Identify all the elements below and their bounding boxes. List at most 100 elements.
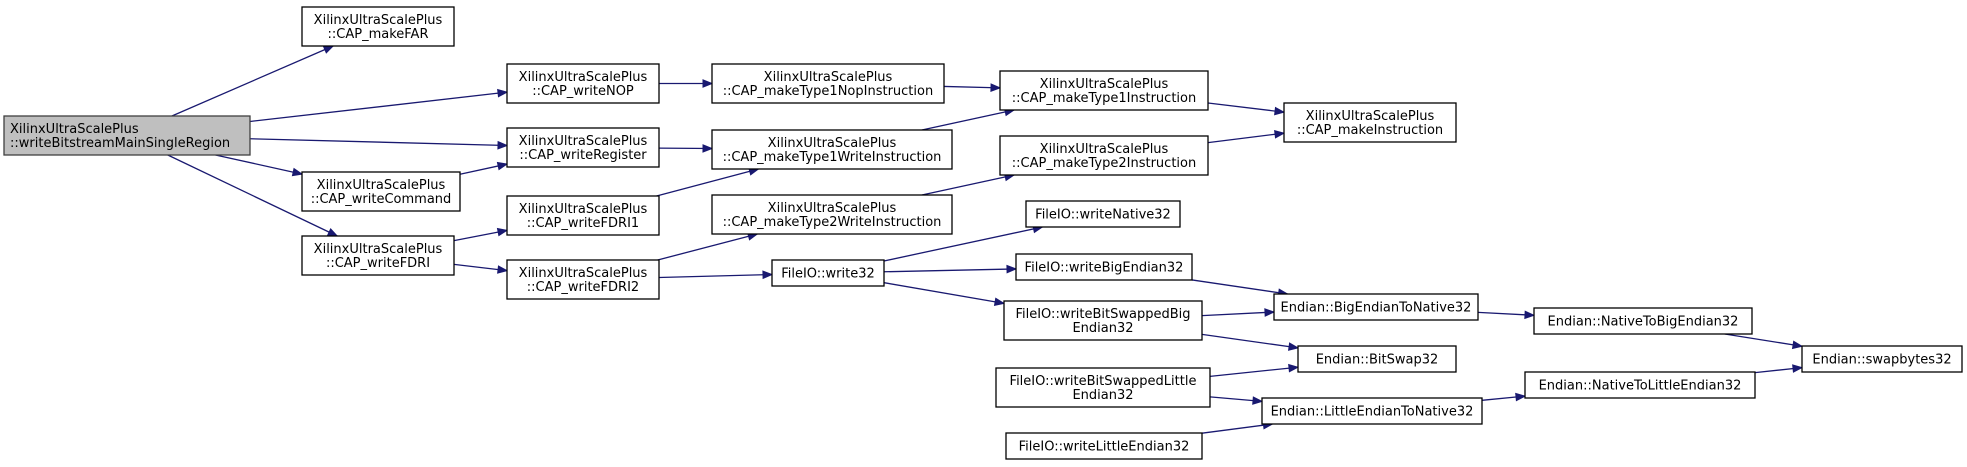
node-label-line: ::CAP_makeType2WriteInstruction <box>723 215 942 230</box>
function-node-writeCommand[interactable]: XilinxUltraScalePlus::CAP_writeCommand <box>301 171 461 212</box>
call-edge-nativeToBig-to-swapbytes <box>1724 333 1804 350</box>
function-node-writeFDRI[interactable]: XilinxUltraScalePlus::CAP_writeFDRI <box>301 235 455 276</box>
call-edge-type1Instr-to-makeInstr <box>1207 102 1286 116</box>
function-node-writeFDRI2[interactable]: XilinxUltraScalePlus::CAP_writeFDRI2 <box>506 259 660 300</box>
edge-line <box>1201 333 1299 349</box>
edge-arrowhead <box>702 144 714 153</box>
node-label-line: FileIO::writeLittleEndian32 <box>1019 440 1190 455</box>
node-box <box>1025 200 1181 228</box>
edge-arrowhead <box>762 270 774 280</box>
node-box <box>1005 432 1203 460</box>
node-label-line: Endian::LittleEndianToNative32 <box>1271 405 1474 420</box>
call-edge-type2Write-to-type2Instr <box>921 172 1016 196</box>
function-node-bitSwap[interactable]: Endian::BitSwap32 <box>1297 345 1457 373</box>
function-node-write32[interactable]: FileIO::write32 <box>771 259 885 287</box>
function-node-type1Nop[interactable]: XilinxUltraScalePlus::CAP_makeType1NopIn… <box>711 63 945 104</box>
function-node-makeInstr[interactable]: XilinxUltraScalePlus::CAP_makeInstructio… <box>1283 102 1457 143</box>
edge-line <box>1191 279 1288 295</box>
node-label-line: XilinxUltraScalePlus <box>314 13 443 28</box>
node-box <box>1015 253 1193 281</box>
edge-line <box>1207 102 1285 113</box>
function-node-writeNative32[interactable]: FileIO::writeNative32 <box>1025 200 1181 228</box>
call-edge-writeFDRI2-to-type2Write <box>657 232 759 261</box>
edge-arrowhead <box>1515 392 1527 402</box>
edge-arrowhead <box>1288 363 1300 373</box>
edge-arrowhead <box>1524 310 1536 320</box>
call-edges <box>167 45 1804 434</box>
call-edge-writeRegister-to-type1Write <box>658 144 714 153</box>
edge-line <box>1201 423 1273 434</box>
function-node-writeFDRI1[interactable]: XilinxUltraScalePlus::CAP_writeFDRI1 <box>506 195 660 236</box>
function-node-writeLittleEndian32[interactable]: FileIO::writeLittleEndian32 <box>1005 432 1203 460</box>
function-node-type2Write[interactable]: XilinxUltraScalePlus::CAP_makeType2Write… <box>711 194 953 235</box>
edge-line <box>657 233 758 261</box>
edge-line <box>921 174 1015 196</box>
call-edge-root-to-writeNOP <box>249 88 509 123</box>
function-node-writeBigEndian32[interactable]: FileIO::writeBigEndian32 <box>1015 253 1193 281</box>
function-node-type1Instr[interactable]: XilinxUltraScalePlus::CAP_makeType1Instr… <box>999 70 1209 111</box>
node-box <box>1533 307 1753 335</box>
node-label-line: XilinxUltraScalePlus <box>519 134 648 149</box>
edge-arrowhead <box>497 265 509 274</box>
node-label-line: Endian::NativeToLittleEndian32 <box>1539 379 1742 394</box>
edge-line <box>249 91 508 123</box>
edge-arrowhead <box>702 79 714 88</box>
call-edge-writeNOP-to-type1Nop <box>659 79 714 88</box>
node-label-line: FileIO::writeNative32 <box>1035 208 1171 223</box>
edge-arrowhead <box>291 167 304 177</box>
edge-arrowhead <box>1274 130 1286 139</box>
edge-arrowhead <box>1006 264 1018 274</box>
node-label-line: ::CAP_makeType1WriteInstruction <box>723 150 942 165</box>
node-label-line: Endian32 <box>1072 388 1133 403</box>
node-box <box>3 115 251 156</box>
node-label-line: ::CAP_writeFDRI1 <box>527 216 639 231</box>
node-label-line: Endian::swapbytes32 <box>1812 353 1951 368</box>
node-label-line: XilinxUltraScalePlus <box>768 201 897 216</box>
function-node-root[interactable]: XilinxUltraScalePlus::writeBitstreamMain… <box>3 115 251 156</box>
node-label-line: ::CAP_writeFDRI2 <box>527 280 639 295</box>
function-node-type2Instr[interactable]: XilinxUltraScalePlus::CAP_makeType2Instr… <box>999 135 1209 176</box>
node-box <box>506 127 660 168</box>
edge-arrowhead <box>496 227 509 237</box>
node-label-line: XilinxUltraScalePlus <box>317 178 446 193</box>
call-edge-type1Nop-to-type1Instr <box>943 83 1002 92</box>
node-label-line: XilinxUltraScalePlus <box>519 70 648 85</box>
edge-arrowhead <box>1792 364 1804 373</box>
node-label-line: ::CAP_writeFDRI <box>326 256 430 271</box>
node-label-line: XilinxUltraScalePlus <box>1306 109 1435 124</box>
function-node-bigToNative[interactable]: Endian::BigEndianToNative32 <box>1273 293 1479 321</box>
function-node-nativeToLittle[interactable]: Endian::NativeToLittleEndian32 <box>1524 371 1756 399</box>
node-label-line: FileIO::write32 <box>781 267 875 282</box>
function-node-type1Write[interactable]: XilinxUltraScalePlus::CAP_makeType1Write… <box>711 129 953 170</box>
edge-line <box>1207 132 1285 144</box>
node-label-line: FileIO::writeBitSwappedBig <box>1015 307 1190 322</box>
function-node-writeNOP[interactable]: XilinxUltraScalePlus::CAP_writeNOP <box>506 63 660 104</box>
call-edge-write32-to-writeBitSwappedBig <box>883 282 1006 307</box>
node-box <box>711 129 953 170</box>
function-nodes: XilinxUltraScalePlus::writeBitstreamMain… <box>3 6 1963 460</box>
edge-arrowhead <box>496 161 509 171</box>
function-node-makeFAR[interactable]: XilinxUltraScalePlus::CAP_makeFAR <box>301 6 455 47</box>
node-label-line: XilinxUltraScalePlus <box>1040 77 1169 92</box>
function-node-nativeToBig[interactable]: Endian::NativeToBigEndian32 <box>1533 307 1753 335</box>
edge-arrowhead <box>1252 396 1264 405</box>
node-box <box>506 63 660 104</box>
call-edge-type2Instr-to-makeInstr <box>1207 130 1286 144</box>
edge-arrowhead <box>322 45 335 54</box>
edge-line <box>1201 311 1275 317</box>
node-label-line: XilinxUltraScalePlus <box>519 266 648 281</box>
call-edge-root-to-writeRegister <box>249 138 509 150</box>
node-label-line: ::CAP_makeType2Instruction <box>1012 156 1196 171</box>
node-box <box>301 235 455 276</box>
function-node-writeRegister[interactable]: XilinxUltraScalePlus::CAP_writeRegister <box>506 127 660 168</box>
edge-arrowhead <box>326 227 339 237</box>
function-node-littleToNative[interactable]: Endian::LittleEndianToNative32 <box>1261 397 1483 425</box>
edge-line <box>921 109 1015 131</box>
function-node-swapbytes[interactable]: Endian::swapbytes32 <box>1801 345 1963 373</box>
call-edge-root-to-writeFDRI <box>167 154 339 237</box>
node-label-line: ::CAP_makeFAR <box>328 27 429 42</box>
node-label-line: ::CAP_writeNOP <box>532 84 634 99</box>
